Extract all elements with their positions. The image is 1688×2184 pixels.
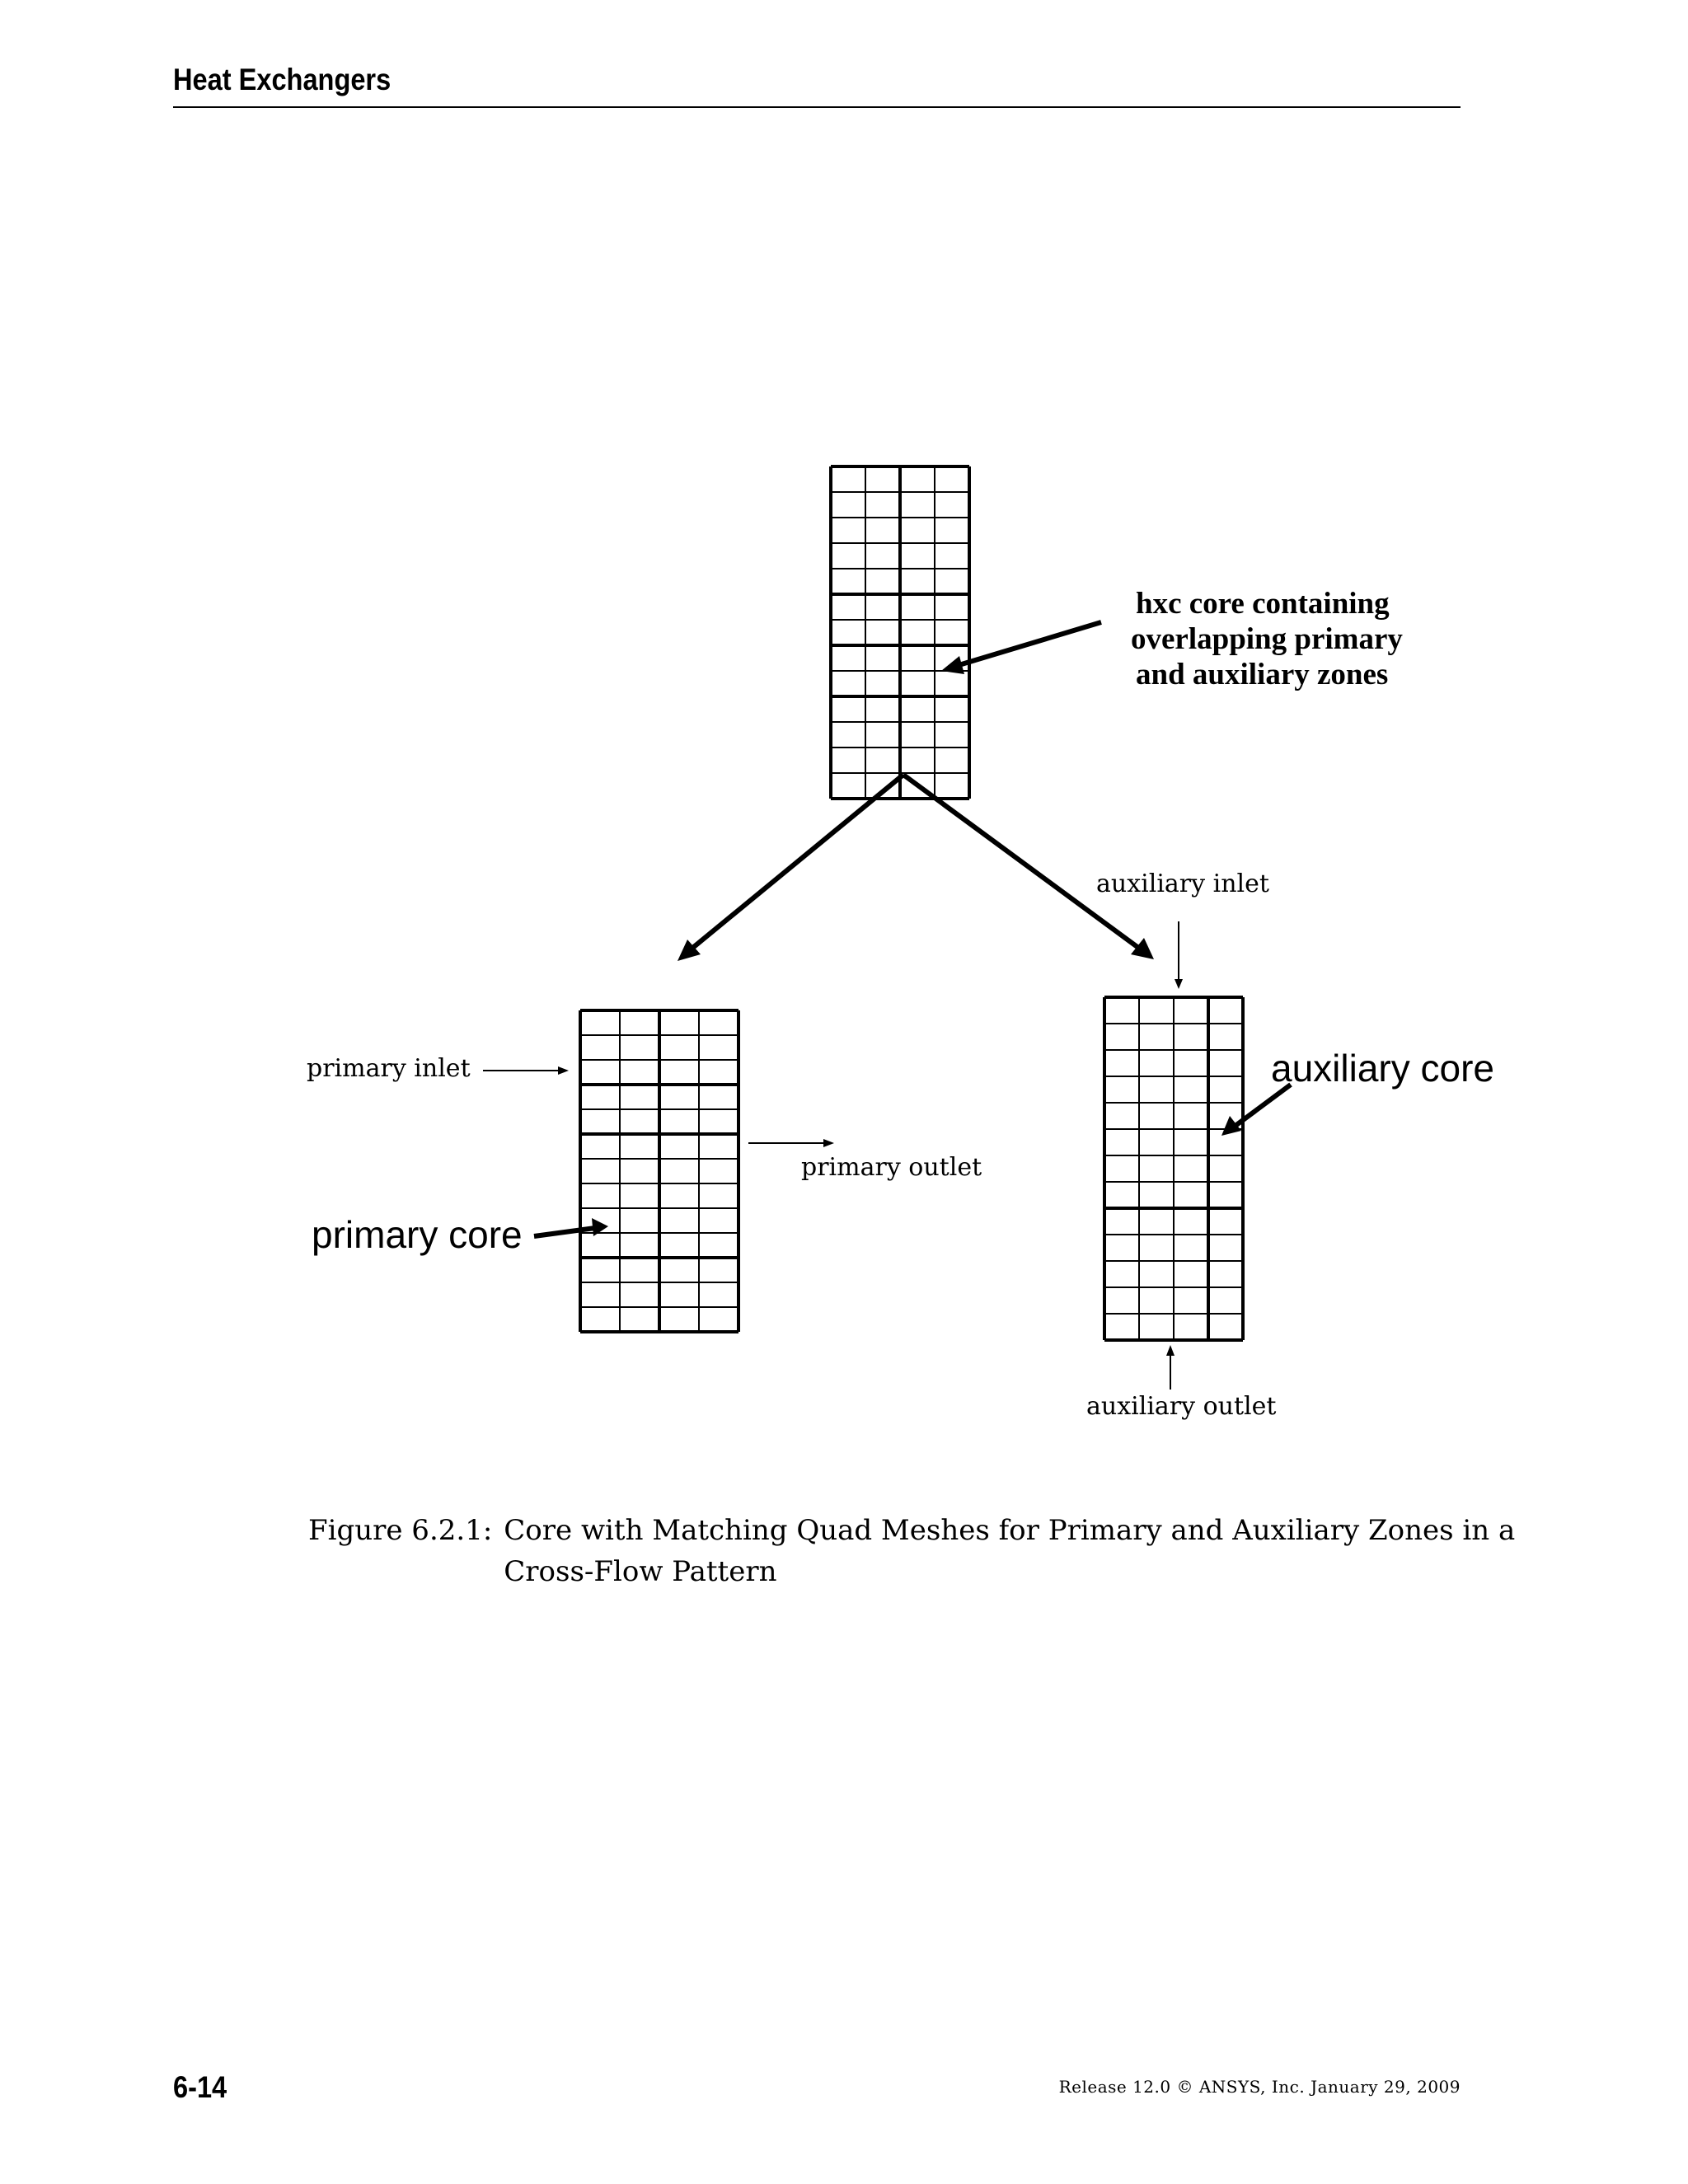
primary-core-pointer-arrow: [533, 1218, 608, 1239]
figure-caption: Figure 6.2.1: Core with Matching Quad Me…: [308, 1510, 1575, 1592]
auxiliary-inlet-label: auxiliary inlet: [1096, 869, 1269, 898]
auxiliary-outlet-label: auxiliary outlet: [1086, 1392, 1276, 1421]
hxc-core-grid: [829, 465, 971, 800]
figure-caption-number: Figure 6.2.1:: [308, 1514, 493, 1547]
auxiliary-core-label: auxiliary core: [1271, 1047, 1494, 1090]
primary-inlet-label: primary inlet: [307, 1054, 471, 1083]
hxc-core-pointer-arrow: [941, 620, 1102, 674]
header-rule: [173, 106, 1461, 108]
split-arrow-left: [678, 772, 905, 961]
primary-outlet-arrow: [748, 1139, 834, 1147]
split-arrow-right: [902, 772, 1154, 959]
primary-outlet-label: primary outlet: [801, 1153, 982, 1182]
primary-inlet-arrow: [483, 1066, 569, 1075]
hxc-core-label-line-1: hxc core containing: [1136, 587, 1390, 621]
hxc-core-label-line-3: and auxiliary zones: [1136, 658, 1388, 691]
running-header-title: Heat Exchangers: [173, 63, 392, 96]
page-number: 6-14: [173, 2070, 227, 2104]
auxiliary-inlet-arrow: [1175, 921, 1183, 989]
auxiliary-core-pointer-arrow: [1221, 1082, 1292, 1136]
release-info: Release 12.0 © ANSYS, Inc. January 29, 2…: [1058, 2077, 1461, 2097]
hxc-core-label-line-2: overlapping primary: [1131, 622, 1403, 656]
primary-core-grid: [579, 1009, 740, 1333]
primary-core-label: primary core: [312, 1213, 523, 1256]
figure-caption-text: Core with Matching Quad Meshes for Prima…: [504, 1514, 1516, 1588]
auxiliary-core-grid: [1103, 996, 1245, 1342]
auxiliary-outlet-arrow: [1166, 1345, 1175, 1390]
